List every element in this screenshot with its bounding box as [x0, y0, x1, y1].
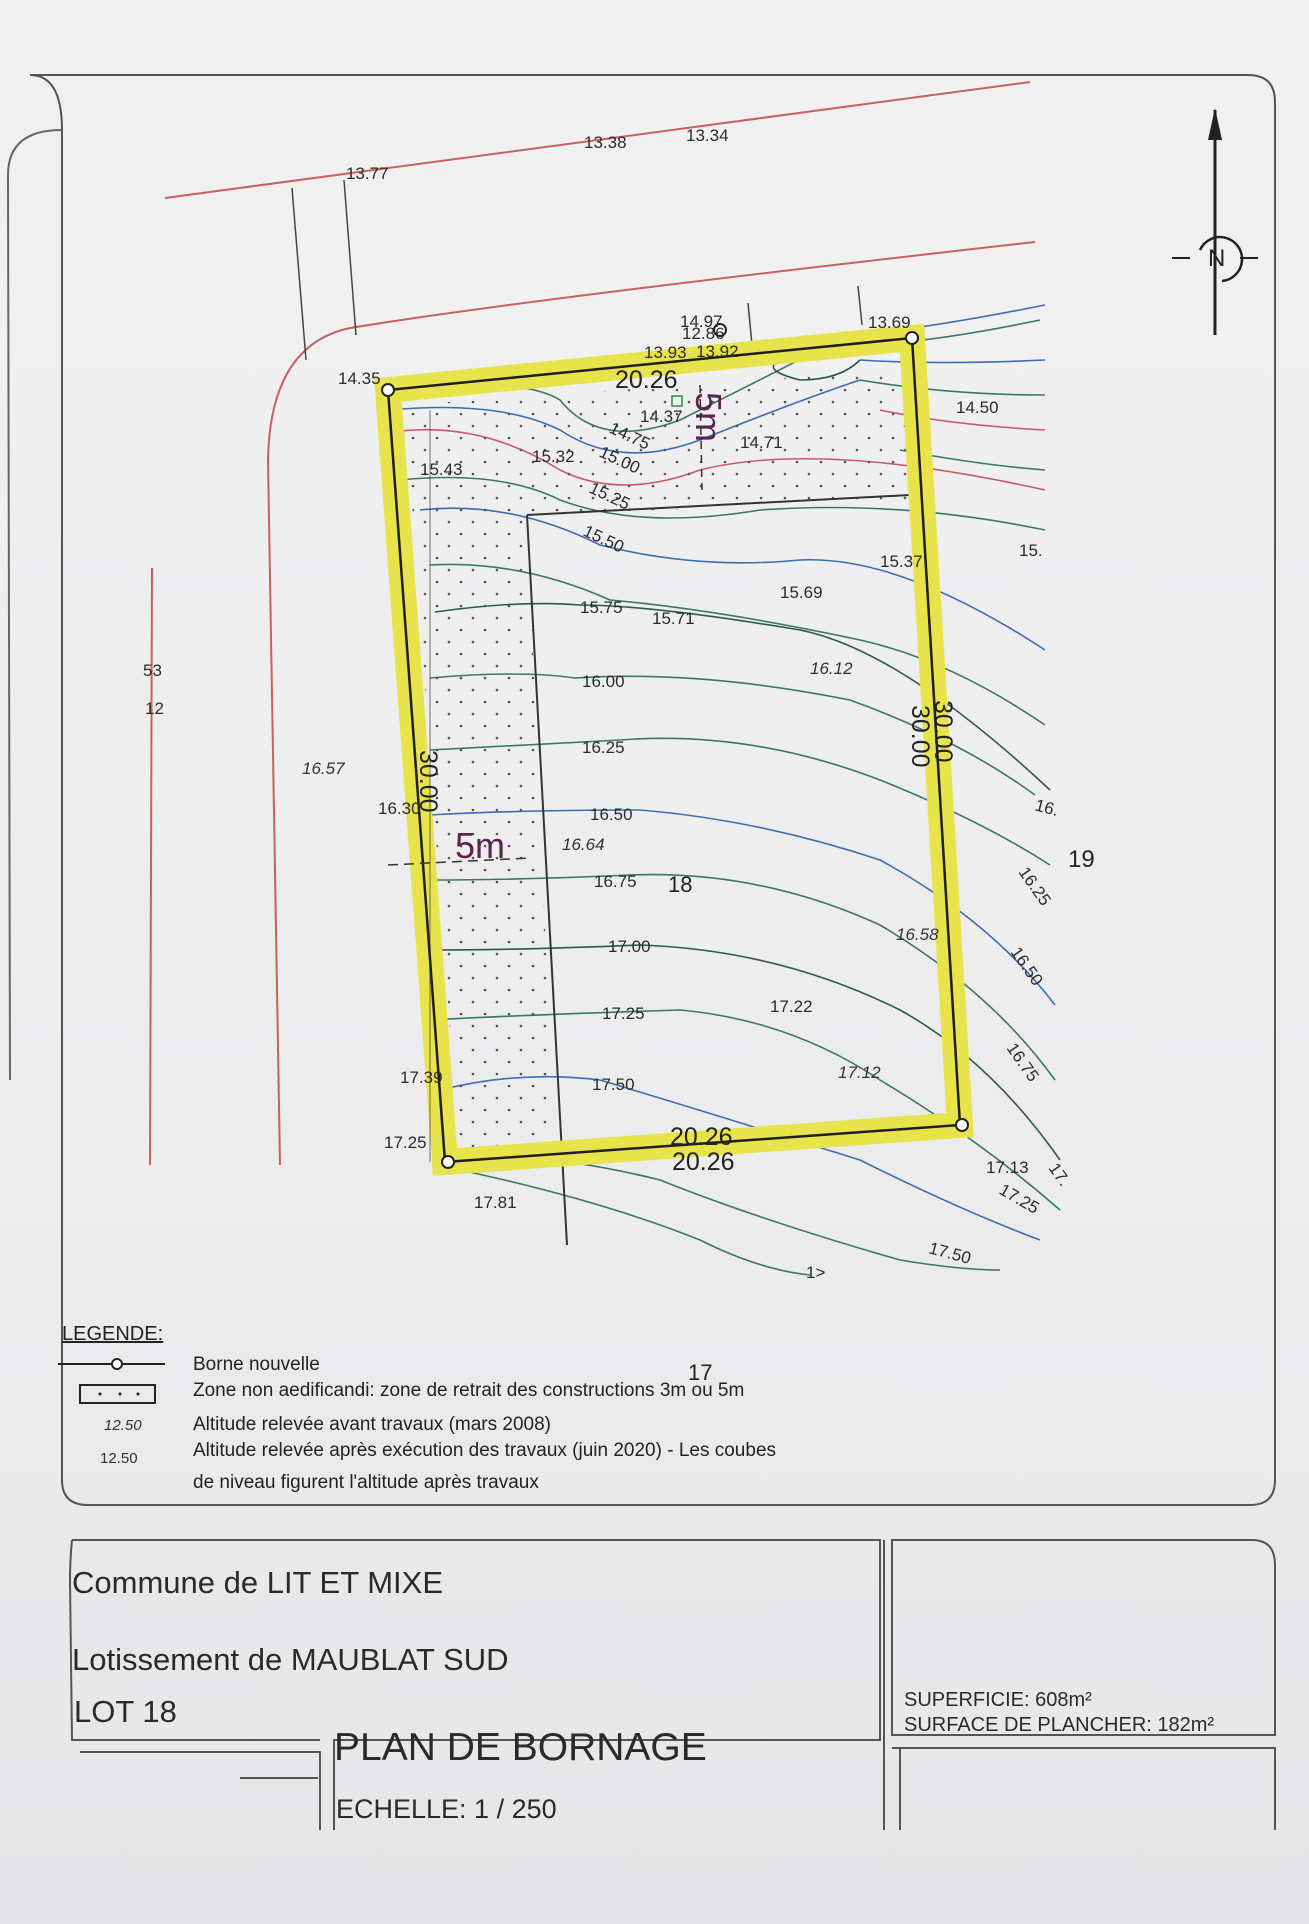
lotissement-label: Lotissement de MAUBLAT SUD [72, 1642, 508, 1677]
north-label: N [1208, 245, 1225, 272]
altitude-labels: 13.77 13.38 13.34 13.69 14.35 14.97 12.8… [143, 126, 1043, 1212]
survey-point-marker [671, 395, 683, 407]
lot-number-17: 17 [688, 1360, 712, 1385]
svg-text:17.22: 17.22 [770, 997, 813, 1016]
dim-west: 30.00 [414, 750, 442, 813]
svg-text:15.75: 15.75 [580, 598, 623, 617]
legend: LEGENDE: Borne nouvelle Zone non aedific… [58, 1323, 776, 1493]
svg-text:17.50: 17.50 [592, 1075, 635, 1094]
legend-zone-symbol [79, 1384, 156, 1404]
legend-item-borne: Borne nouvelle [193, 1354, 320, 1375]
svg-text:15.: 15. [1019, 541, 1043, 560]
svg-text:17.: 17. [1045, 1159, 1074, 1189]
svg-text:13.93: 13.93 [644, 343, 687, 362]
lot-number-19: 19 [1068, 846, 1095, 873]
svg-text:16.57: 16.57 [302, 759, 345, 778]
svg-text:16.75: 16.75 [1003, 1039, 1043, 1085]
svg-text:17.39: 17.39 [400, 1068, 443, 1087]
svg-text:12: 12 [145, 699, 164, 718]
dim-south-2: 20.26 [672, 1148, 735, 1176]
setback-zone [405, 370, 918, 1246]
svg-text:13.69: 13.69 [868, 313, 911, 332]
svg-text:16.25: 16.25 [582, 738, 625, 757]
svg-text:17.12: 17.12 [838, 1063, 881, 1082]
title-block [68, 1539, 1276, 1830]
dim-south-1: 20.26 [670, 1123, 733, 1151]
svg-text:16.25: 16.25 [1015, 863, 1055, 909]
legend-item-after-2: de niveau figurent l'altitude après trav… [193, 1472, 539, 1493]
legend-item-zone: Zone non aedificandi: zone de retrait de… [193, 1380, 744, 1401]
superficie-label: SUPERFICIE: 608m² [904, 1689, 1092, 1711]
svg-text:14.97: 14.97 [680, 312, 723, 331]
document-title: PLAN DE BORNAGE [334, 1726, 707, 1769]
svg-text:15.37: 15.37 [880, 552, 923, 571]
setback-north-label: 5m [688, 392, 729, 442]
dim-east-2: 30.00 [906, 705, 934, 768]
svg-text:17.81: 17.81 [474, 1193, 517, 1212]
access-path [291, 179, 863, 361]
svg-text:17.25: 17.25 [996, 1180, 1042, 1218]
scale-label: ECHELLE: 1 / 250 [336, 1794, 557, 1824]
svg-text:13.92: 13.92 [696, 342, 739, 361]
svg-text:13.38: 13.38 [584, 133, 627, 152]
svg-text:17.50: 17.50 [927, 1239, 973, 1268]
svg-text:13.34: 13.34 [686, 126, 729, 145]
svg-text:17.00: 17.00 [608, 937, 651, 956]
map-frame [29, 74, 1276, 1506]
svg-text:13.77: 13.77 [346, 164, 389, 183]
svg-text:16.12: 16.12 [810, 659, 853, 678]
svg-text:16.75: 16.75 [594, 872, 637, 891]
setback-west-label: 5m [455, 825, 505, 866]
legend-sample-after: 12.50 [100, 1450, 138, 1467]
dim-east-1: 30.00 [929, 700, 957, 763]
svg-text:16.30: 16.30 [378, 799, 421, 818]
svg-text:14.35: 14.35 [338, 369, 381, 388]
dim-north: 20.26 [615, 366, 678, 394]
svg-text:15.69: 15.69 [780, 583, 823, 602]
svg-text:17.25: 17.25 [602, 1004, 645, 1023]
svg-text:16.50: 16.50 [1007, 943, 1047, 989]
legend-item-before: Altitude relevée avant travaux (mars 200… [193, 1414, 551, 1435]
north-arrow-icon: N [1172, 108, 1258, 335]
altitude-labels-before: 16.57 16.12 16.64 16.58 17.12 [302, 659, 939, 1082]
svg-text:14.50: 14.50 [956, 398, 999, 417]
svg-text:16.64: 16.64 [562, 835, 605, 854]
svg-text:16.58: 16.58 [896, 925, 939, 944]
svg-text:15.50: 15.50 [580, 521, 627, 556]
legend-title: LEGENDE: [62, 1323, 163, 1345]
boundary-markers [381, 323, 969, 1169]
svg-text:12.86: 12.86 [682, 324, 725, 343]
svg-text:15.71: 15.71 [652, 609, 695, 628]
lot-label: LOT 18 [74, 1694, 177, 1729]
svg-text:15.32: 15.32 [532, 447, 575, 466]
legend-sample-before: 12.50 [104, 1417, 142, 1434]
svg-text:16.00: 16.00 [582, 672, 625, 691]
svg-text:14.71: 14.71 [740, 433, 783, 452]
svg-text:17.13: 17.13 [986, 1158, 1029, 1177]
svg-text:16.50: 16.50 [590, 805, 633, 824]
svg-text:15.43: 15.43 [420, 460, 463, 479]
map-frame-left-edge [6, 129, 63, 1081]
svg-text:16.: 16. [1033, 796, 1061, 820]
svg-text:1>: 1> [806, 1263, 825, 1282]
svg-text:53: 53 [143, 661, 162, 680]
surface-plancher-label: SURFACE DE PLANCHER: 182m² [904, 1714, 1214, 1736]
commune-label: Commune de LIT ET MIXE [72, 1565, 443, 1600]
lot-number-18: 18 [668, 872, 692, 897]
svg-text:14.37: 14.37 [640, 407, 683, 426]
road-boundary [149, 81, 1036, 1166]
legend-item-after: Altitude relevée après exécution des tra… [193, 1440, 776, 1461]
svg-text:17.25: 17.25 [384, 1133, 427, 1152]
